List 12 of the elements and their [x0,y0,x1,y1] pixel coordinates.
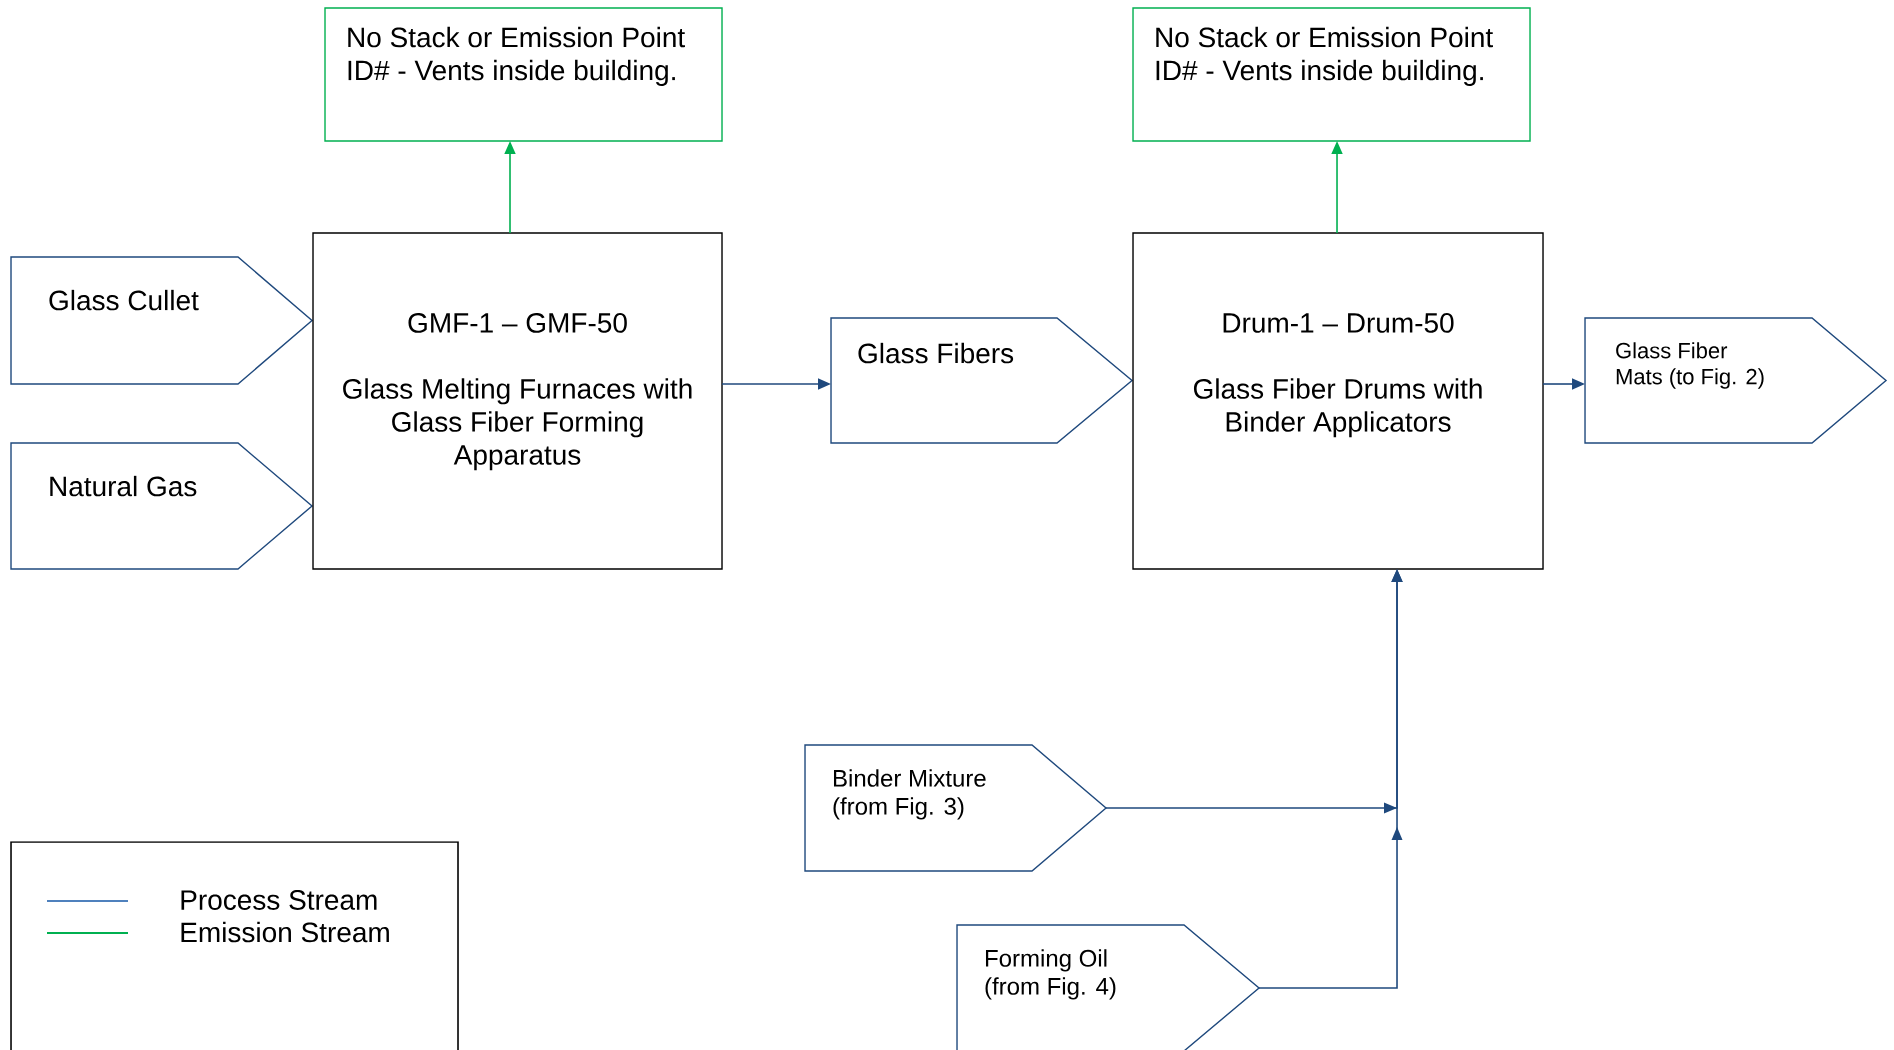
stream-tag: Glass Fibers [830,317,1134,444]
legend-text: Emission Stream [181,921,389,943]
process-box: GMF-1 – GMF-50 Glass Melting Furnaces with Glass Fiber Forming Apparatus [312,232,723,570]
stream-tag: Forming Oil (from Fig. 4) [956,924,1261,1050]
stream-tag: Natural Gas [10,442,314,570]
stream-tag: Glass Cullet [10,256,314,385]
emission-box: No Stack or Emission Point ID# - Vents inside building. [324,7,723,142]
stream-tag: Glass Fiber Mats (to Fig. 2) [1584,317,1888,444]
process-box: Drum-1 – Drum-50 Glass Fiber Drums with Binder Applicators [1132,232,1544,570]
emission-box: No Stack or Emission Point ID# - Vents inside building. [1132,7,1531,142]
stream-tag: Binder Mixture (from Fig. 3) [804,744,1108,872]
legend-text: Process Stream [181,890,377,910]
